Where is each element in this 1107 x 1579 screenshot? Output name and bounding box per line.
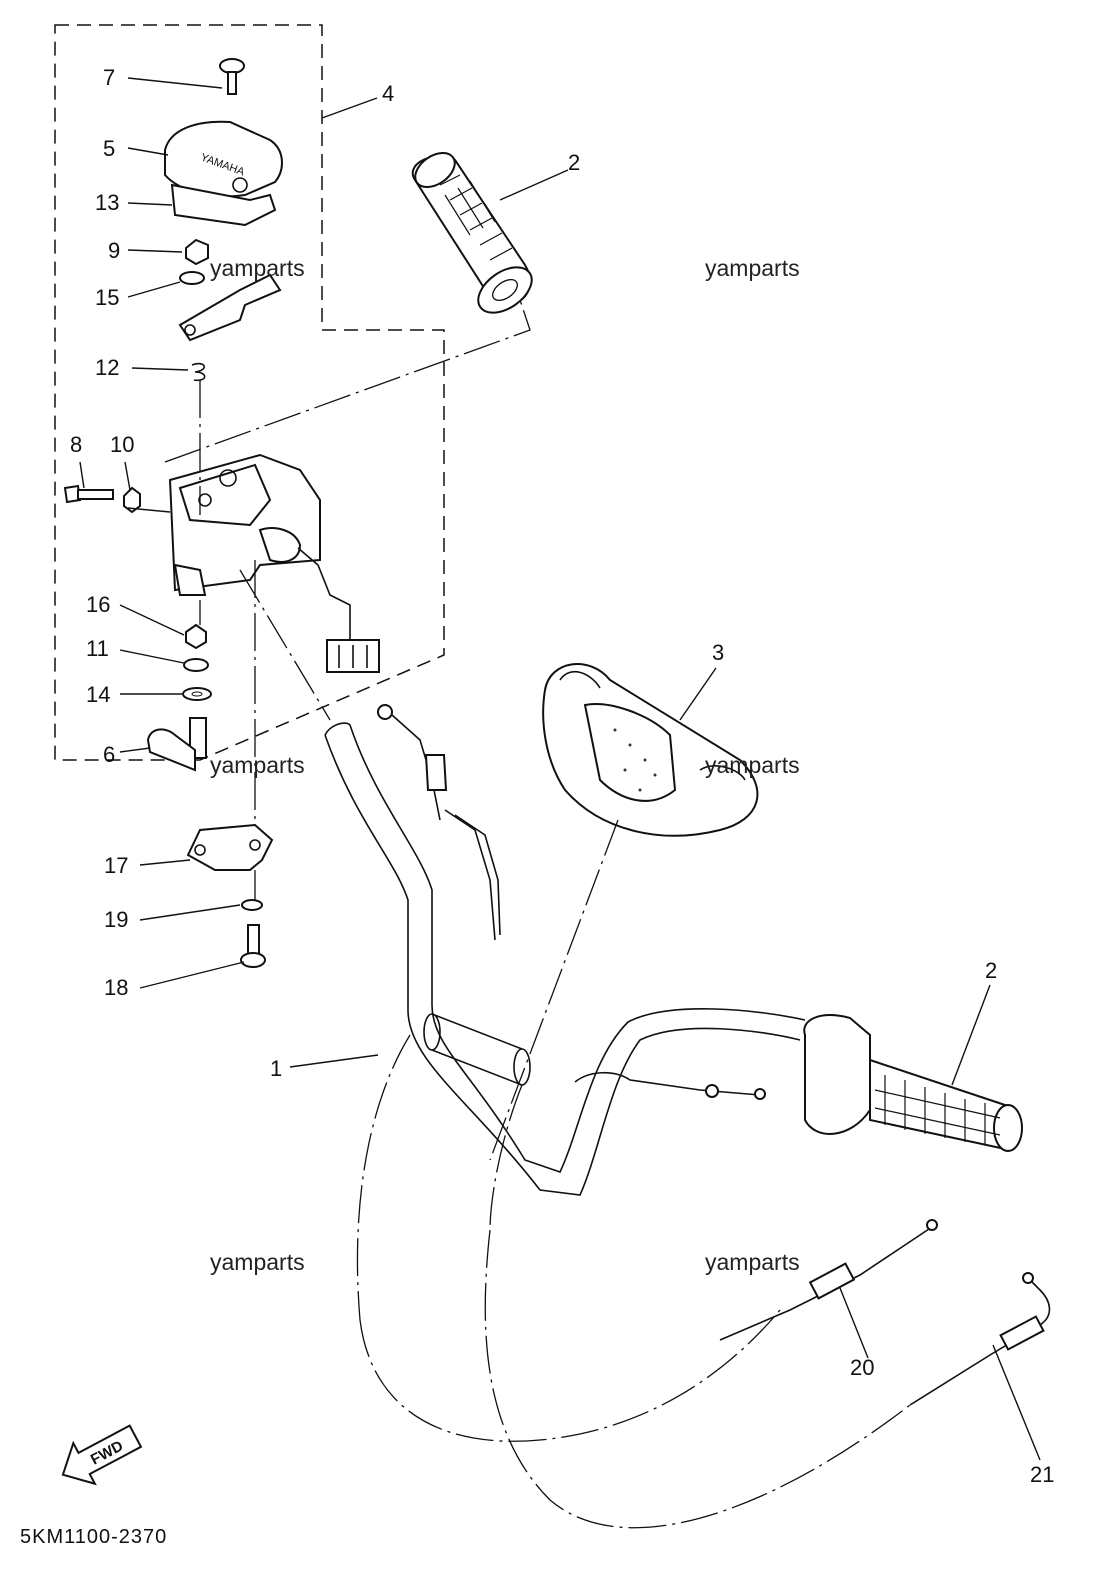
leader-lines (79, 77, 1041, 1461)
callout-9: 9 (108, 238, 120, 263)
screw-part (219, 58, 245, 95)
diagram-code: 5KM1100-2370 (20, 1526, 167, 1548)
callout-16: 16 (86, 592, 110, 617)
switch-wire-part (297, 547, 380, 673)
callout-12: 12 (95, 355, 119, 380)
clamp-bolt-part (240, 924, 266, 968)
callout-3: 3 (712, 640, 724, 665)
callout-5: 5 (103, 136, 115, 161)
washer-14-part (182, 687, 212, 701)
switch-housing-part (168, 453, 321, 596)
bracket-part (178, 273, 282, 342)
callout-18: 18 (104, 975, 128, 1000)
callout-2-lower: 2 (985, 958, 997, 983)
callout-20: 20 (850, 1355, 874, 1380)
handlebar-part (324, 722, 806, 1196)
hand-guard-part (542, 663, 759, 837)
grip-upper-part (411, 151, 533, 314)
spring-part (191, 362, 206, 382)
switch-cover-part: YAMAHA (164, 120, 283, 227)
callout-7: 7 (103, 65, 115, 90)
fwd-arrow-icon: FWD (61, 1424, 143, 1486)
watermark: yamparts (705, 255, 800, 281)
watermark: yamparts (210, 255, 305, 281)
clamp-part (186, 823, 274, 871)
callout-1: 1 (270, 1056, 282, 1081)
throttle-end-cable-part (574, 1071, 766, 1100)
callout-11: 11 (86, 636, 109, 661)
callout-4: 4 (382, 81, 394, 106)
nut-part (185, 238, 209, 266)
watermark: yamparts (705, 752, 800, 778)
cable-20-part (359, 1219, 938, 1442)
nut-10-part (123, 486, 141, 514)
washer-11-part (183, 658, 209, 672)
lever-part (146, 717, 207, 772)
callout-10: 10 (110, 432, 134, 457)
nut-16-part (185, 623, 207, 650)
cable-21-part (484, 1229, 1051, 1529)
guide-lines (164, 299, 619, 1321)
lock-washer-part (241, 899, 263, 911)
assembly-box-outline (54, 24, 445, 761)
callout-6: 6 (103, 742, 115, 767)
callout-15: 15 (95, 285, 119, 310)
watermark: yamparts (705, 1249, 800, 1275)
throttle-cable-part (377, 704, 501, 941)
callout-13: 13 (95, 190, 119, 215)
callout-21: 21 (1030, 1462, 1054, 1487)
callout-14: 14 (86, 682, 110, 707)
callout-2-upper: 2 (568, 150, 580, 175)
callout-19: 19 (104, 907, 128, 932)
callout-8: 8 (70, 432, 82, 457)
washer-part (179, 271, 205, 285)
grip-lower-part (803, 1014, 1023, 1152)
callout-17: 17 (104, 853, 128, 878)
bolt-part (63, 484, 114, 504)
watermark: yamparts (210, 1249, 305, 1275)
watermark: yamparts (210, 752, 305, 778)
